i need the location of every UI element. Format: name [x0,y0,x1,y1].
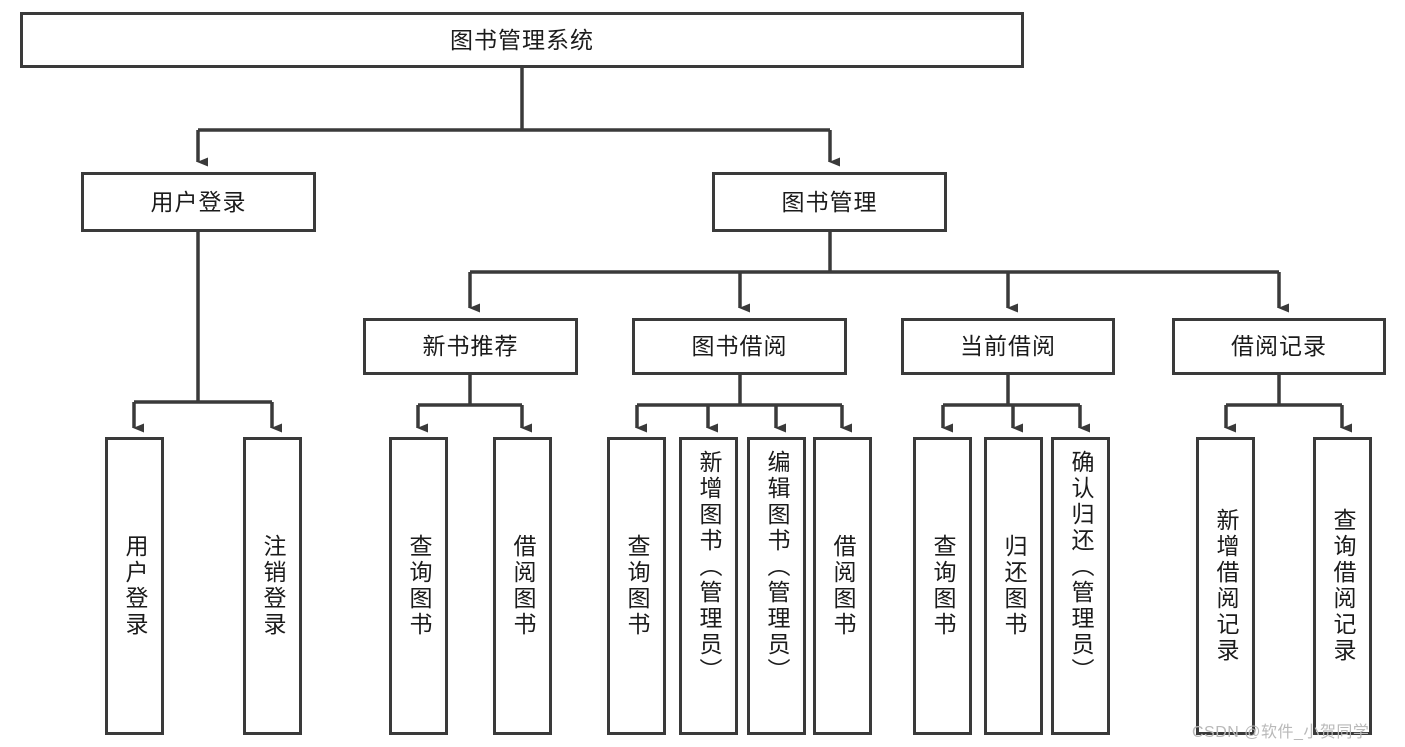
leaf-book-borrow-add-book-admin[interactable]: 新增图书（管理员） [679,437,738,735]
node-label: 新增图书（管理员） [696,450,722,684]
node-label: 借阅图书 [510,534,536,638]
node-label: 借阅图书 [830,534,856,638]
node-label: 编辑图书（管理员） [764,450,790,684]
leaf-book-borrow-query-book[interactable]: 查询图书 [607,437,666,735]
leaf-current-borrow-return-book[interactable]: 归还图书 [984,437,1043,735]
node-label: 新书推荐 [422,333,519,360]
node-label: 查询图书 [406,534,432,638]
leaf-user-login-login[interactable]: 用户登录 [105,437,164,735]
node-label: 图书管理系统 [450,26,594,53]
leaf-book-borrow-borrow-book[interactable]: 借阅图书 [813,437,872,735]
leaf-current-borrow-query-book[interactable]: 查询图书 [913,437,972,735]
node-label: 归还图书 [1001,534,1027,638]
node-label: 图书借阅 [691,333,788,360]
node-root-system[interactable]: 图书管理系统 [20,12,1024,68]
leaf-new-book-query-book[interactable]: 查询图书 [389,437,448,735]
leaf-user-login-logout[interactable]: 注销登录 [243,437,302,735]
node-current-borrow[interactable]: 当前借阅 [901,318,1115,375]
node-label: 用户登录 [122,534,148,638]
leaf-book-borrow-edit-book-admin[interactable]: 编辑图书（管理员） [747,437,806,735]
node-label: 借阅记录 [1231,333,1327,360]
node-label: 查询图书 [624,534,650,638]
watermark-credit: CSDN @软件_小贺同学 [1192,724,1370,741]
node-book-management[interactable]: 图书管理 [712,172,947,232]
node-label: 确认归还（管理员） [1068,450,1094,684]
leaf-borrow-record-query-record[interactable]: 查询借阅记录 [1313,437,1372,735]
node-label: 新增借阅记录 [1213,508,1239,664]
node-user-login[interactable]: 用户登录 [81,172,316,232]
node-borrow-record[interactable]: 借阅记录 [1172,318,1386,375]
node-label: 当前借阅 [960,333,1056,360]
leaf-new-book-borrow-book[interactable]: 借阅图书 [493,437,552,735]
node-book-borrow[interactable]: 图书借阅 [632,318,847,375]
leaf-current-borrow-confirm-return-admin[interactable]: 确认归还（管理员） [1051,437,1110,735]
node-label: 查询借阅记录 [1330,508,1356,664]
node-label: 注销登录 [260,534,286,638]
node-label: 图书管理 [781,188,878,215]
node-label: 查询图书 [930,534,956,638]
leaf-borrow-record-add-record[interactable]: 新增借阅记录 [1196,437,1255,735]
node-label: 用户登录 [150,188,247,215]
node-new-book-recommend[interactable]: 新书推荐 [363,318,578,375]
